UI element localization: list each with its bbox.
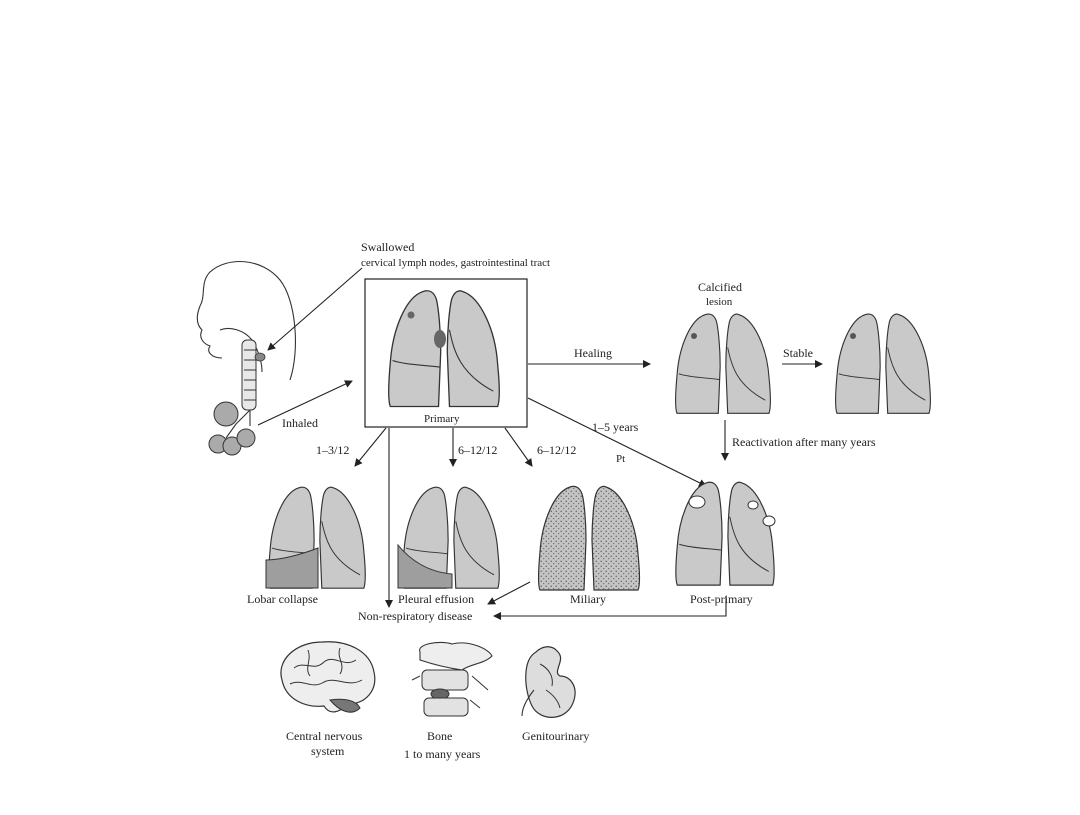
reactivation-label: Reactivation after many years <box>732 435 876 449</box>
brain-icon <box>280 641 376 713</box>
inhaled-label: Inhaled <box>282 416 318 430</box>
miliary-label: Miliary <box>570 592 606 606</box>
years-label: 1–5 years <box>592 420 639 434</box>
swallowed-sublabel: cervical lymph nodes, gastrointestinal t… <box>361 257 550 269</box>
kidney-icon <box>521 646 576 718</box>
lobar-collapse-lungs <box>265 486 366 589</box>
calcified-lungs <box>674 313 772 414</box>
swallowed-label: Swallowed <box>361 240 414 254</box>
primary-focus-icon <box>407 311 415 319</box>
cns-sublabel: system <box>311 744 345 758</box>
pt-label: Pt <box>616 453 625 465</box>
calcified-label: Calcified <box>698 280 742 294</box>
time-1-3-label: 1–3/12 <box>316 443 349 457</box>
stable-lungs <box>834 313 932 414</box>
primary-lungs <box>387 290 501 408</box>
non-respiratory-label: Non-respiratory disease <box>358 609 472 623</box>
miliary-lungs <box>537 485 641 591</box>
primary-label: Primary <box>424 413 460 425</box>
bone-label: Bone <box>427 729 452 743</box>
genitourinary-label: Genitourinary <box>522 729 589 743</box>
bone-years-label: 1 to many years <box>404 747 481 761</box>
time-6-12-a-label: 6–12/12 <box>458 443 497 457</box>
lobar-collapse-label: Lobar collapse <box>247 592 318 606</box>
healing-label: Healing <box>574 346 612 360</box>
pleural-effusion-label: Pleural effusion <box>398 592 474 606</box>
pleural-effusion-lungs <box>397 486 500 589</box>
post-primary-label: Post-primary <box>690 592 753 606</box>
cns-label: Central nervous <box>286 729 363 743</box>
time-6-12-b-label: 6–12/12 <box>537 443 576 457</box>
stable-label: Stable <box>783 346 813 360</box>
calcified-sublabel: lesion <box>706 296 733 308</box>
vertebra-icon <box>411 641 493 717</box>
head-respiratory-tract-icon <box>196 261 297 456</box>
post-primary-lungs <box>675 481 776 586</box>
primary-box <box>364 278 528 428</box>
